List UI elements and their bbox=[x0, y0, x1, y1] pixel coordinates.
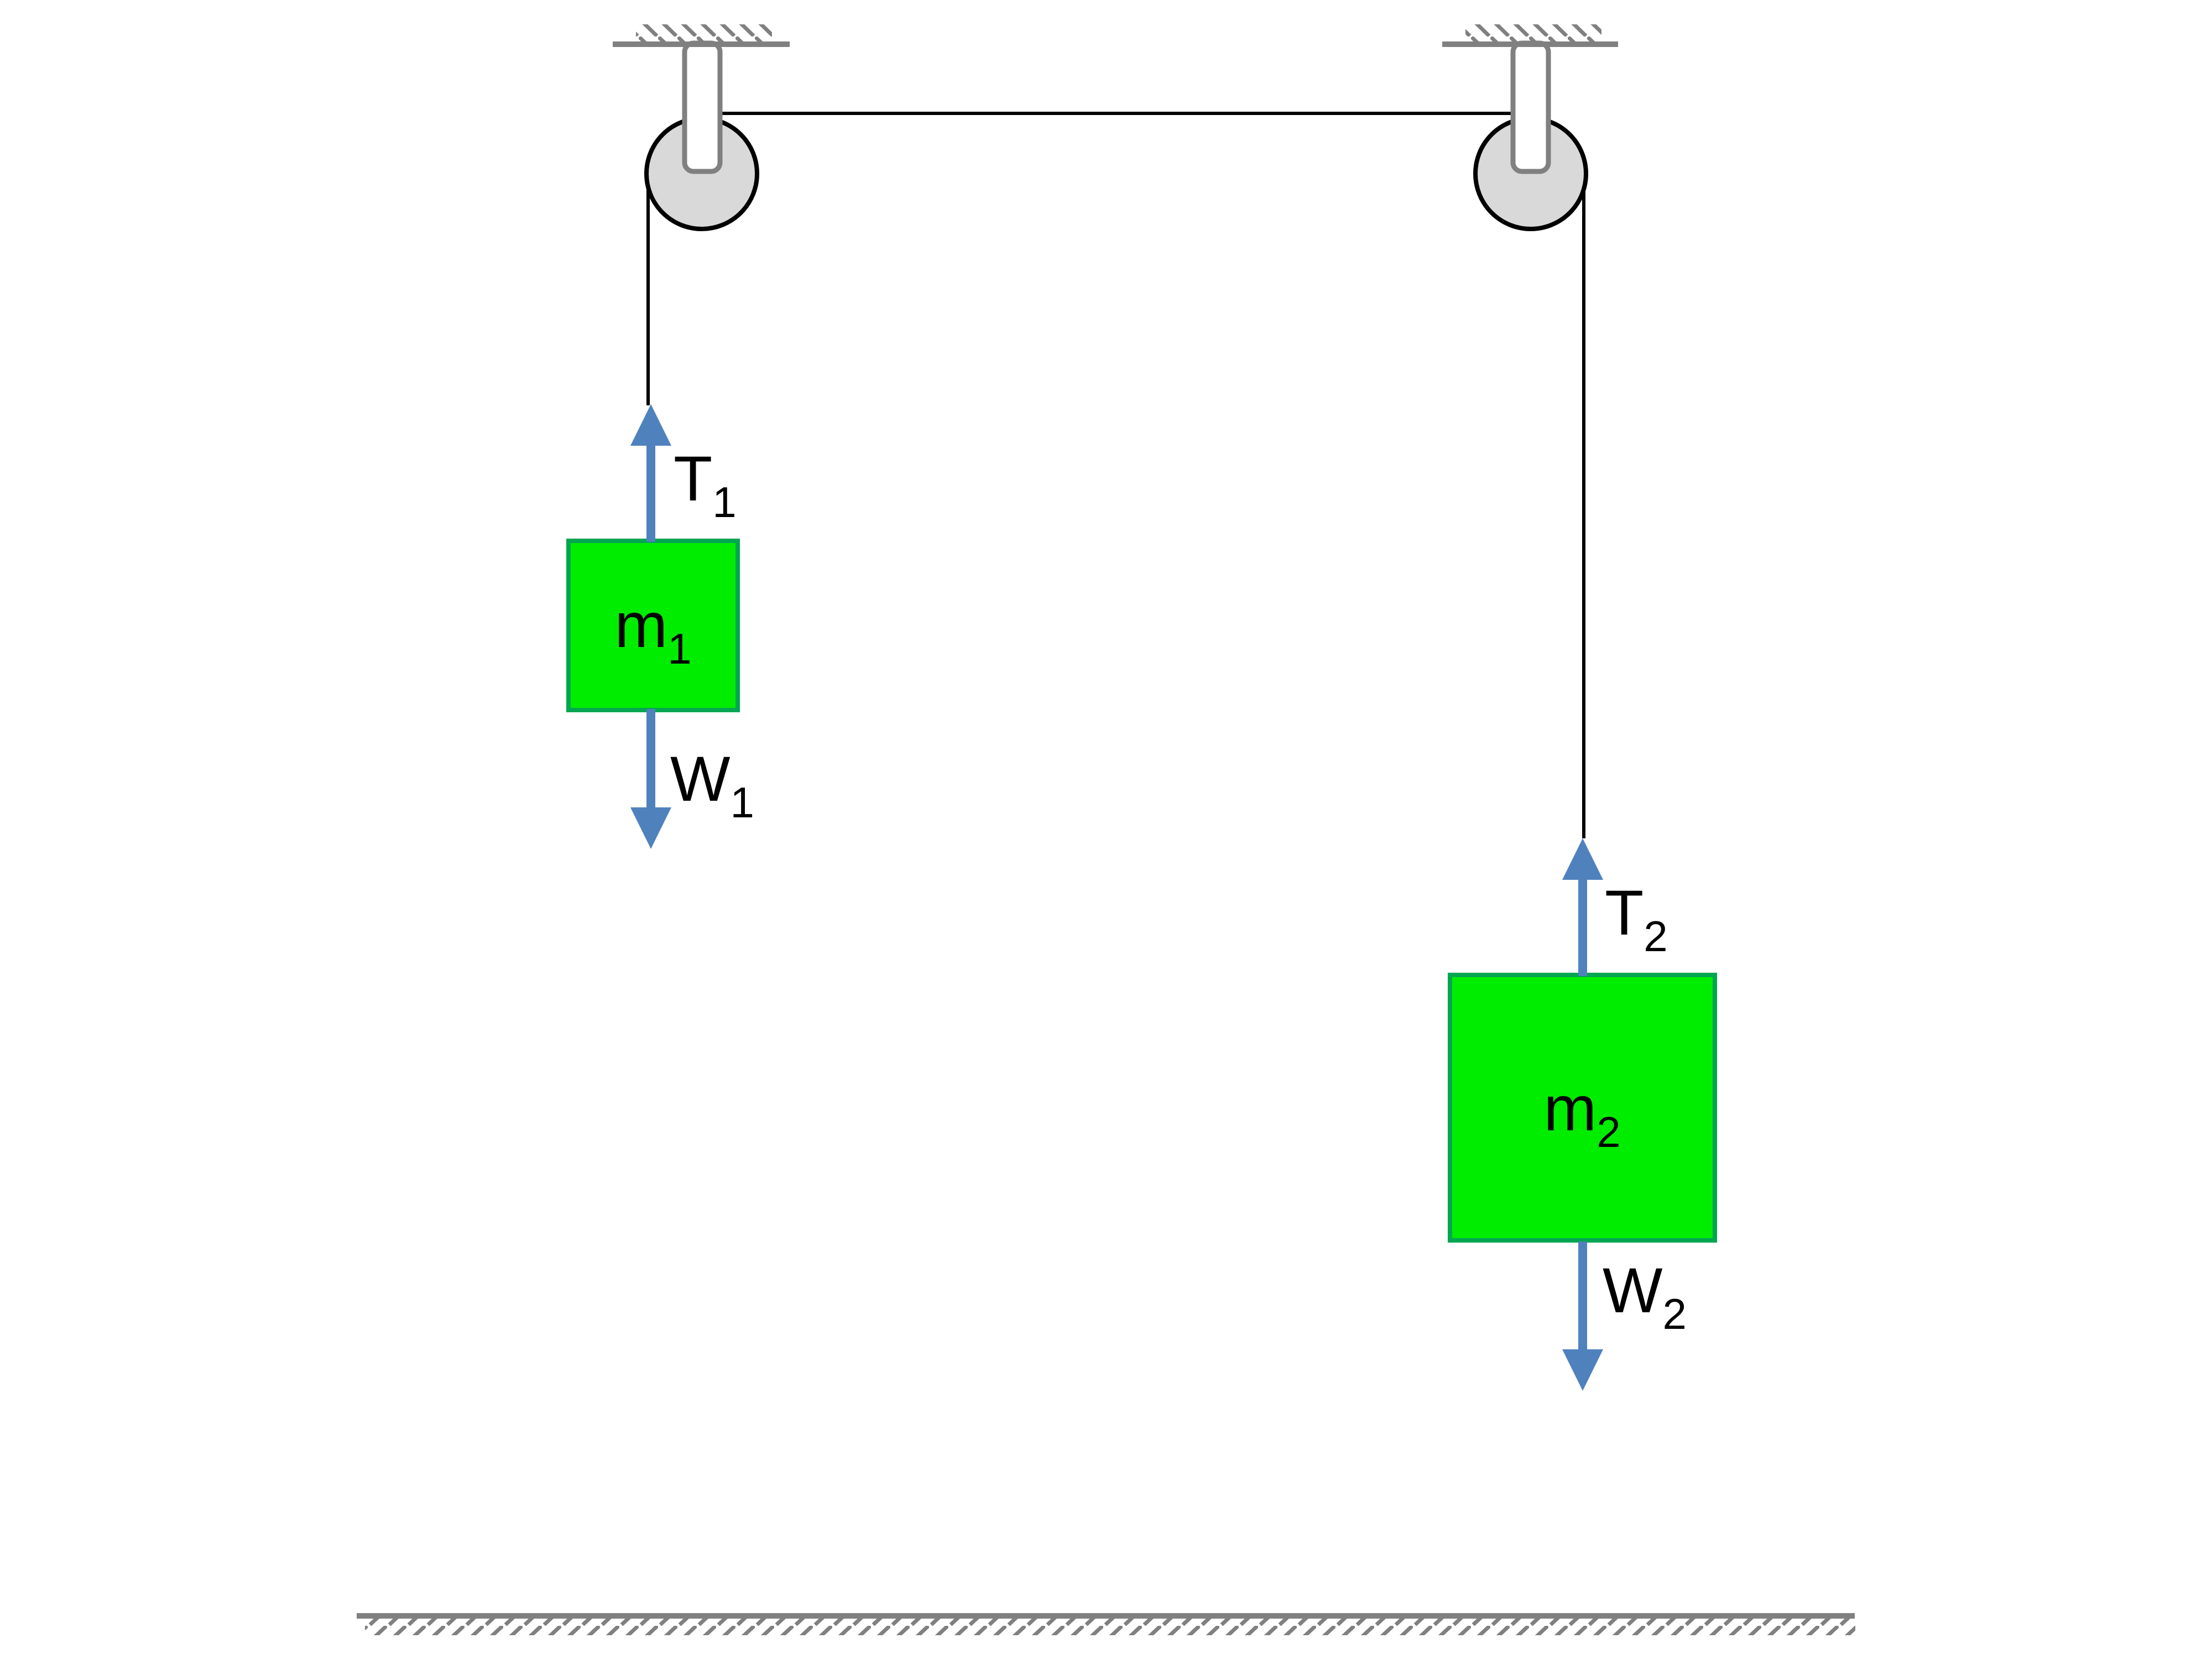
ground bbox=[357, 1613, 1855, 1635]
ceiling-support-left bbox=[613, 24, 790, 47]
pulley-bracket-right bbox=[1510, 40, 1551, 174]
ground-hatching bbox=[365, 1619, 1855, 1635]
mass-block-1 bbox=[566, 539, 740, 712]
ceiling-hatching-right bbox=[1465, 24, 1601, 43]
tension-label-2: T2 bbox=[1605, 878, 1668, 961]
weight-label-1: W1 bbox=[670, 744, 754, 827]
weight-arrow-1 bbox=[630, 709, 671, 849]
rope bbox=[646, 112, 1585, 838]
mass-label-1: m1 bbox=[614, 590, 691, 673]
tension-label-1: T1 bbox=[674, 444, 737, 526]
weight-label-2: W2 bbox=[1603, 1255, 1687, 1338]
pulley-bracket-left bbox=[682, 40, 723, 174]
ceiling-support-right bbox=[1442, 24, 1618, 47]
mass-label-2: m2 bbox=[1543, 1073, 1620, 1156]
tension-arrow-2 bbox=[1562, 838, 1603, 976]
ceiling-hatching-left bbox=[636, 24, 772, 43]
weight-arrow-2 bbox=[1562, 1241, 1603, 1391]
tension-arrow-1 bbox=[630, 404, 671, 542]
